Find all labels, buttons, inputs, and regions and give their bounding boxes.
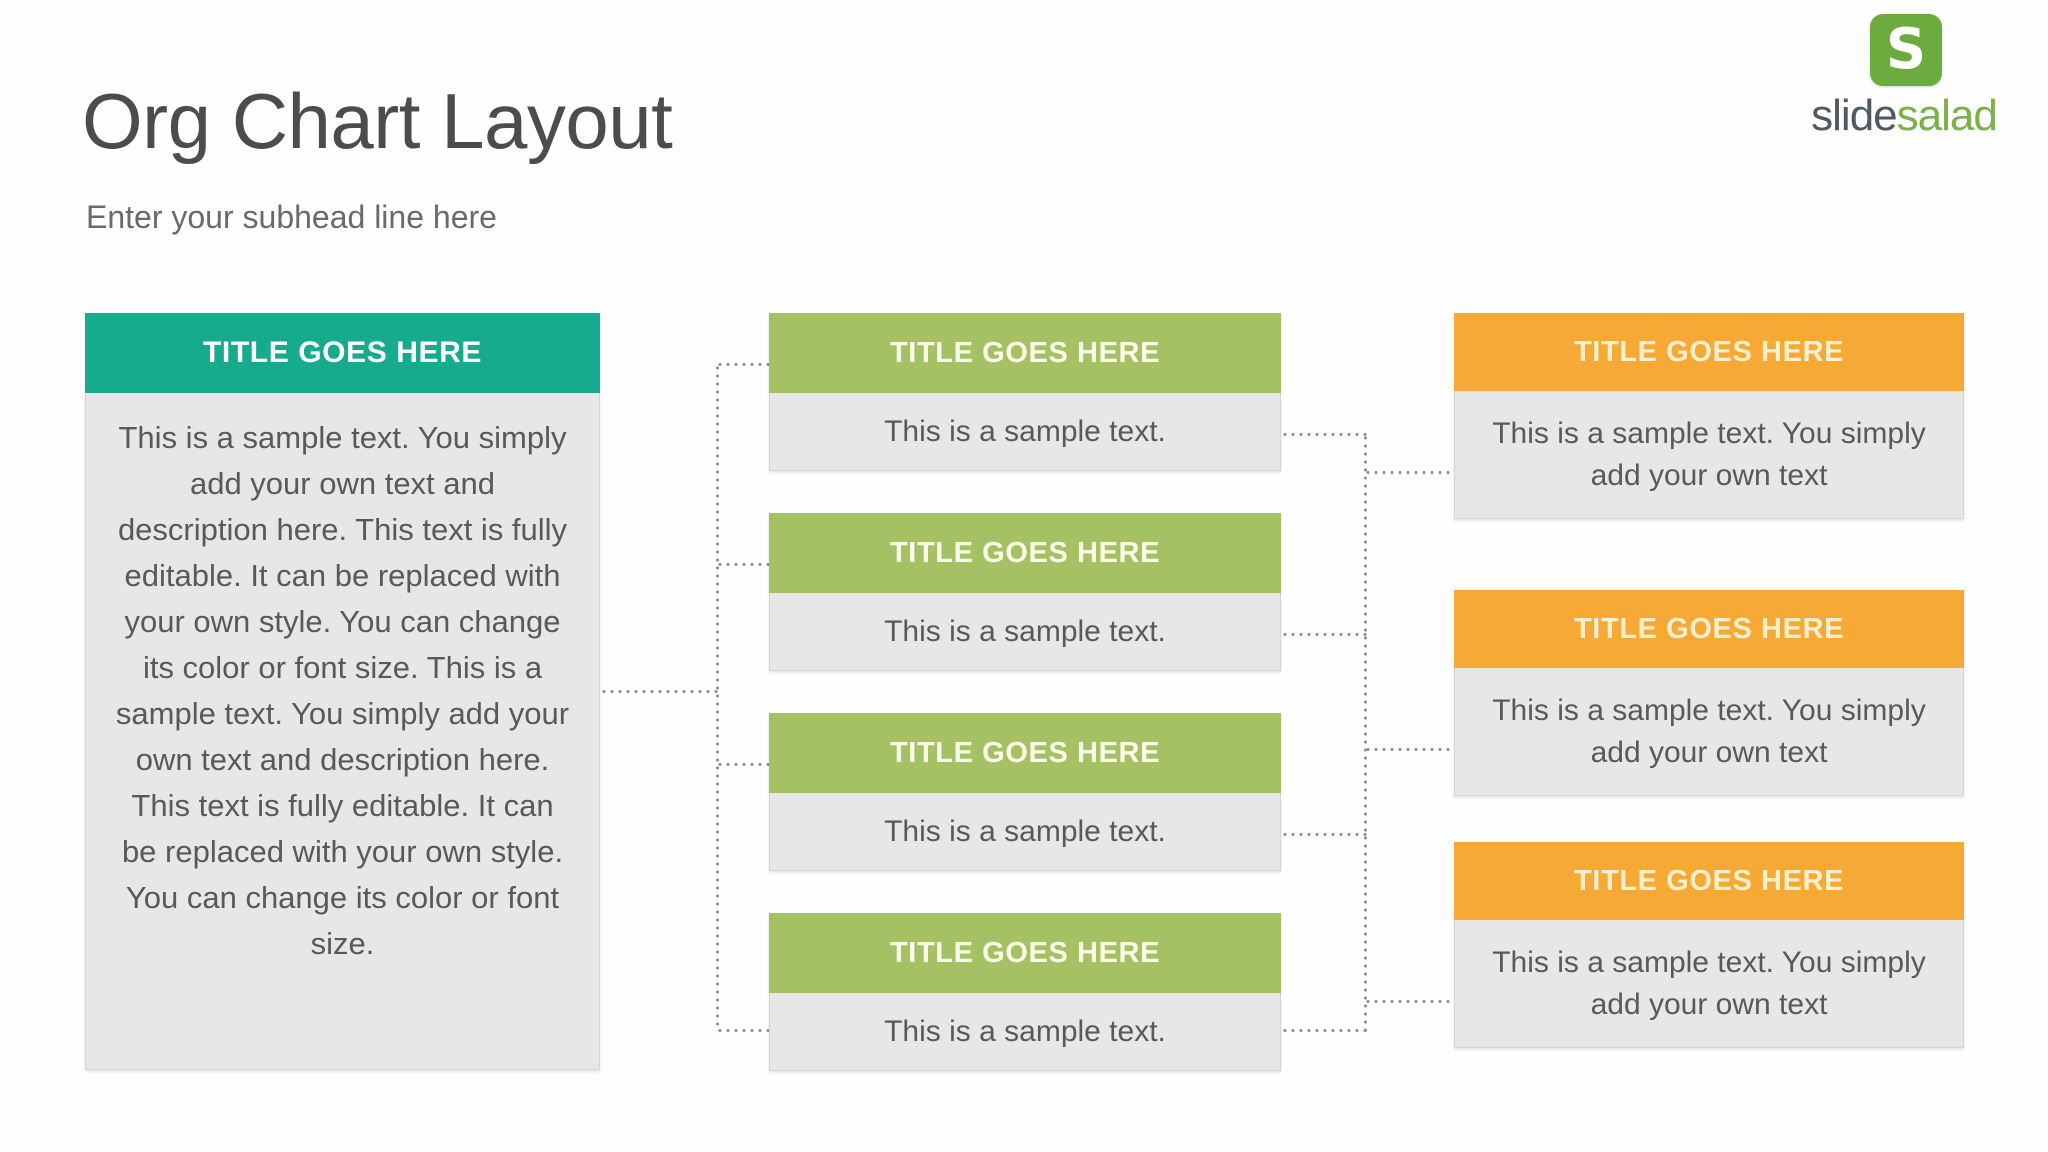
org-node-level3-3[interactable]: TITLE GOES HERE This is a sample text. Y… [1454,842,1964,1048]
logo-word-salad: salad [1896,91,1998,140]
org-node-level3-3-body: This is a sample text. You simply add yo… [1454,920,1964,1048]
logo-letter-s: S [1885,17,1927,82]
org-node-level3-2-body: This is a sample text. You simply add yo… [1454,668,1964,796]
logo-word-slide: slide [1811,91,1897,140]
org-node-level2-2[interactable]: TITLE GOES HERE This is a sample text. [769,513,1281,671]
connector-right-trunk [1364,434,1367,1031]
org-node-level2-3-title: TITLE GOES HERE [769,713,1281,793]
connector-right-in-1 [1281,433,1367,436]
org-node-level3-3-title: TITLE GOES HERE [1454,842,1964,920]
org-node-level2-2-title: TITLE GOES HERE [769,513,1281,593]
org-node-level3-1[interactable]: TITLE GOES HERE This is a sample text. Y… [1454,313,1964,519]
org-node-level2-1-title: TITLE GOES HERE [769,313,1281,393]
connector-right-in-3 [1281,833,1367,836]
page-title: Org Chart Layout [82,77,673,165]
connector-left-branch-3 [716,763,771,766]
connector-right-in-4 [1281,1029,1367,1032]
connector-left-trunk [716,364,719,1031]
org-node-level1[interactable]: TITLE GOES HERE This is a sample text. Y… [85,313,600,1070]
page-subhead: Enter your subhead line here [86,199,497,235]
connector-left-branch-4 [716,1029,771,1032]
connector-right-out-1 [1364,471,1456,474]
org-node-level3-2-title: TITLE GOES HERE [1454,590,1964,668]
connector-left-branch-2 [716,563,771,566]
org-node-level2-2-body: This is a sample text. [769,593,1281,671]
logo-mark-icon: S [1870,14,1942,86]
org-node-level3-2[interactable]: TITLE GOES HERE This is a sample text. Y… [1454,590,1964,796]
org-node-level2-4[interactable]: TITLE GOES HERE This is a sample text. [769,913,1281,1071]
org-node-level2-4-title: TITLE GOES HERE [769,913,1281,993]
org-node-level2-3-body: This is a sample text. [769,793,1281,871]
org-node-level1-body-text: This is a sample text. You simply add yo… [115,420,570,961]
connector-right-in-2 [1281,633,1367,636]
connector-right-out-3 [1364,1000,1456,1003]
org-node-level2-3[interactable]: TITLE GOES HERE This is a sample text. [769,713,1281,871]
org-node-level1-title: TITLE GOES HERE [85,313,600,393]
org-node-level3-1-title: TITLE GOES HERE [1454,313,1964,391]
org-node-level2-1[interactable]: TITLE GOES HERE This is a sample text. [769,313,1281,471]
org-node-level1-body: This is a sample text. You simply add yo… [85,393,600,1070]
connector-left-main [600,690,719,693]
org-node-level2-4-body: This is a sample text. [769,993,1281,1071]
connector-right-out-2 [1364,748,1456,751]
slidesalad-logo: S slidesalad [1790,14,2018,144]
logo-wordmark: slidesalad [1790,92,2018,140]
connector-left-branch-1 [716,363,771,366]
org-node-level2-1-body: This is a sample text. [769,393,1281,471]
org-node-level3-1-body: This is a sample text. You simply add yo… [1454,391,1964,519]
